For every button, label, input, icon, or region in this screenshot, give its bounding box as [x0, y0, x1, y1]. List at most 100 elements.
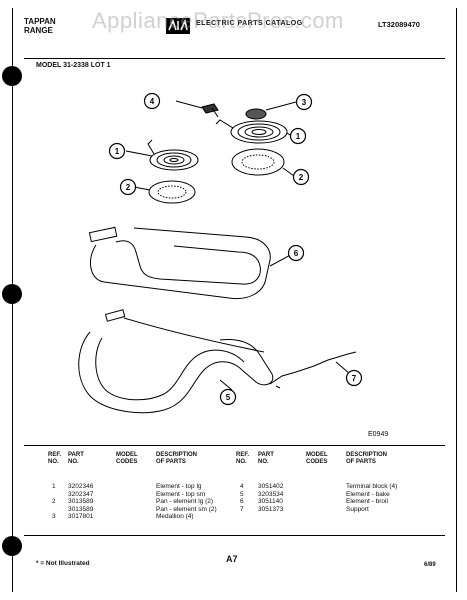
table-cell: 3 — [52, 513, 56, 521]
model-line: MODEL 31-2338 LOT 1 — [36, 62, 111, 69]
table-cell: 3013589 — [68, 505, 94, 513]
catalog-title: ELECTRIC PARTS CATALOG — [196, 20, 303, 27]
table-cell: Pan - element lg (2) — [156, 498, 214, 506]
header-text: REF. — [48, 452, 62, 458]
support-part — [269, 351, 357, 389]
left-part-column: 3202346 3202347 3013589 3013589 3017801 — [68, 483, 93, 521]
drip-pan-large — [231, 148, 295, 177]
callout-label: 3 — [302, 98, 307, 107]
callout-label: 1 — [296, 132, 301, 141]
table-cell: 3202346 — [68, 483, 94, 490]
table-cell: 4 — [240, 483, 244, 490]
brand-line-2: RANGE — [24, 26, 53, 35]
header-text: NO. — [258, 459, 269, 465]
header-desc-right: DESCRIPTION OF PARTS — [346, 452, 387, 466]
bake-element — [88, 226, 297, 300]
callout-circle — [345, 369, 363, 387]
header-model-left: MODEL CODES — [116, 452, 138, 466]
table-cell: Element - bake — [346, 490, 390, 498]
callout-circle — [292, 168, 310, 186]
table-cell: Element - top lg — [156, 483, 202, 490]
table-cell: Element - top sm — [156, 490, 206, 498]
callout-label: 2 — [126, 183, 131, 192]
header-text: OF PARTS — [346, 459, 376, 465]
right-ref-column: 4 5 6 7 — [240, 483, 244, 513]
left-desc-column: Element - top lg Element - top sm Pan - … — [156, 483, 217, 521]
callout-circle — [289, 127, 307, 145]
callout-circle — [295, 93, 313, 111]
table-cell: 3051402 — [258, 483, 284, 490]
table-cell: 3017801 — [68, 513, 94, 521]
header-text: PART — [68, 452, 84, 458]
header-rule — [24, 58, 445, 59]
callout-circle — [119, 178, 137, 196]
table-cell: 3202347 — [68, 490, 94, 498]
left-ref-column: 1 2 3 — [52, 483, 56, 521]
header-text: NO. — [68, 459, 79, 465]
callout-label: 4 — [150, 97, 155, 106]
table-cell: 6 — [240, 498, 244, 506]
header-text: OF PARTS — [156, 459, 186, 465]
table-cell: 3051373 — [258, 505, 284, 513]
table-cell: 3013589 — [68, 498, 94, 506]
callout-circle — [143, 92, 161, 110]
page-number: A7 — [226, 554, 238, 564]
figure-code: E0949 — [368, 431, 389, 438]
callout-label: 5 — [226, 393, 231, 402]
header-text: CODES — [116, 459, 138, 465]
table-cell: 3203534 — [258, 490, 284, 498]
binder-hole-bottom — [2, 536, 22, 556]
header-ref-right: REF. NO. — [236, 452, 249, 466]
right-desc-column: Terminal block (4) Element - bake Elemen… — [346, 483, 397, 513]
header-part-right: PART NO. — [258, 452, 274, 466]
surface-element-large — [215, 119, 291, 144]
header-text: NO. — [236, 459, 247, 465]
header-text: DESCRIPTION — [156, 452, 198, 458]
callout-circle — [108, 142, 126, 160]
not-illustrated-note: * = Not Illustrated — [36, 560, 90, 567]
revision-date: 6/89 — [424, 562, 436, 568]
table-cell: 3051140 — [258, 498, 283, 506]
drip-pan-small — [133, 180, 196, 204]
document-code: LT32089470 — [378, 20, 420, 29]
header-text: DESCRIPTION — [346, 452, 388, 458]
table-top-rule — [24, 445, 445, 446]
table-cell: 7 — [240, 505, 244, 513]
brand-line-1: TAPPAN — [24, 17, 56, 26]
manufacturer-logo — [166, 18, 190, 34]
brand-block: TAPPAN RANGE — [24, 17, 56, 35]
exploded-parts-diagram: 4 3 1 1 2 2 6 7 5 — [78, 92, 363, 414]
callout-label: 7 — [352, 374, 357, 383]
terminal-block-part — [175, 100, 219, 118]
table-bottom-rule — [24, 535, 445, 536]
table-cell: 5 — [240, 490, 244, 498]
header-ref-left: REF. NO. — [48, 452, 61, 466]
callout-label: 6 — [294, 249, 299, 258]
header-text: REF. — [236, 452, 250, 458]
surface-element-small — [125, 139, 199, 171]
header-part-left: PART NO. — [68, 452, 84, 466]
header-text: CODES — [306, 459, 328, 465]
table-cell: Element - broil — [346, 498, 388, 506]
table-cell: Terminal block (4) — [346, 483, 398, 490]
right-part-column: 3051402 3203534 3051140 3051373 — [258, 483, 283, 513]
table-cell: Medallion (4) — [156, 513, 194, 521]
table-cell: Pan - element sm (2) — [156, 505, 217, 513]
binder-hole-top — [2, 66, 22, 86]
table-cell — [52, 491, 56, 499]
table-cell: Support — [346, 505, 369, 513]
medallion-part — [245, 101, 297, 120]
header-text: PART — [258, 452, 274, 458]
header-model-right: MODEL CODES — [306, 452, 328, 466]
callout-circle — [219, 388, 237, 406]
header-text: MODEL — [306, 452, 328, 458]
callout-circle — [287, 244, 305, 262]
header-text: NO. — [48, 459, 59, 465]
watermark: AppliancePartsPros.com — [92, 8, 344, 33]
callout-label: 1 — [115, 147, 120, 156]
header-text: MODEL — [116, 452, 138, 458]
callout-label: 2 — [299, 173, 304, 182]
table-cell: 2 — [52, 498, 56, 506]
table-cell: 1 — [52, 483, 56, 490]
table-cell — [52, 506, 56, 514]
